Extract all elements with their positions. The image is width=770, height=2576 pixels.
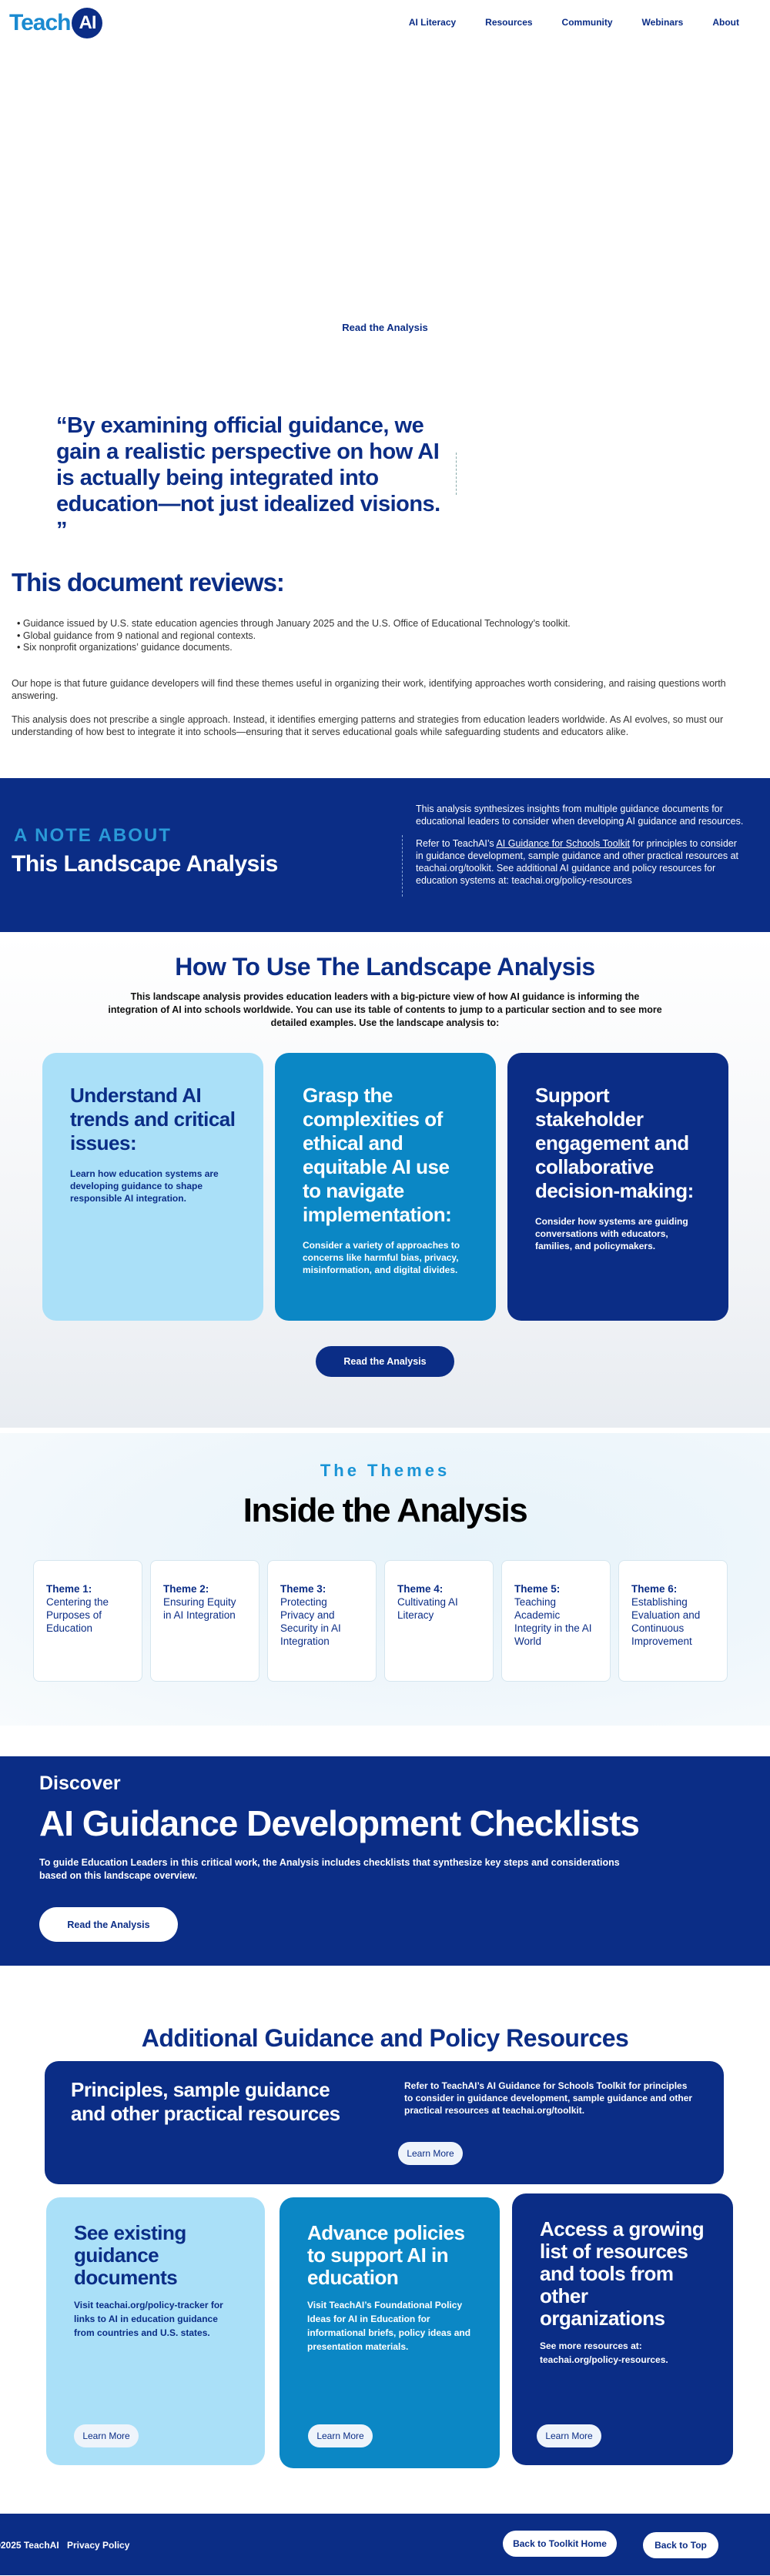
theme-label: Theme 1: bbox=[46, 1583, 92, 1595]
theme-label: Theme 4: bbox=[397, 1583, 444, 1595]
theme-label: Theme 3: bbox=[280, 1583, 326, 1595]
note-kicker: A NOTE ABOUT bbox=[14, 825, 172, 846]
theme-card[interactable]: Theme 5:Teaching Academic Integrity in t… bbox=[501, 1560, 611, 1682]
theme-title: Cultivating AI Literacy bbox=[397, 1596, 458, 1621]
additional-title: Additional Guidance and Policy Resources bbox=[141, 2024, 629, 2052]
theme-card[interactable]: Theme 3:Protecting Privacy and Security … bbox=[267, 1560, 377, 1682]
card-title: Principles, sample guidance and other pr… bbox=[71, 2078, 340, 2125]
howto-card-ethics: Grasp the complexities of ethical and eq… bbox=[275, 1053, 496, 1321]
main-nav: AI Literacy Resources Community Webinars… bbox=[409, 17, 739, 28]
note-section bbox=[0, 778, 770, 932]
quote-divider bbox=[456, 453, 457, 495]
reviews-list: Guidance issued by U.S. state education … bbox=[17, 618, 571, 654]
learn-more-button[interactable]: Learn More bbox=[308, 2424, 373, 2447]
nav-community[interactable]: Community bbox=[561, 17, 613, 28]
card-text: Consider a variety of approaches to conc… bbox=[303, 1240, 460, 1275]
pull-quote: “By examining official guidance, we gain… bbox=[56, 413, 440, 543]
resource-card-advance-policies: Advance policies to support AI in educat… bbox=[280, 2197, 500, 2468]
theme-card[interactable]: Theme 1:Centering the Purposes of Educat… bbox=[33, 1560, 142, 1682]
hero-read-analysis-link[interactable]: Read the Analysis bbox=[342, 322, 428, 333]
read-analysis-button[interactable]: Read the Analysis bbox=[316, 1346, 454, 1377]
copyright: ©2025 TeachAI bbox=[0, 2540, 59, 2551]
back-to-toolkit-home-button[interactable]: Back to Toolkit Home bbox=[503, 2531, 617, 2557]
card-title: Access a growing list of resources and t… bbox=[540, 2217, 705, 2330]
theme-title: Establishing Evaluation and Continuous I… bbox=[631, 1596, 701, 1647]
card-text: See more resources at: teachai.org/polic… bbox=[540, 2340, 668, 2365]
card-title: See existing guidance documents bbox=[74, 2221, 186, 2289]
card-text: Refer to TeachAI’s AI Guidance for Schoo… bbox=[404, 2080, 693, 2116]
note-paragraph: Refer to TeachAI’s AI Guidance for Schoo… bbox=[416, 837, 747, 887]
checklists-kicker: Discover bbox=[39, 1772, 121, 1794]
card-text: Visit TeachAI’s Foundational Policy Idea… bbox=[307, 2300, 471, 2352]
toolkit-link[interactable]: AI Guidance for Schools Toolkit bbox=[496, 838, 630, 849]
howto-title: How To Use The Landscape Analysis bbox=[175, 953, 595, 981]
card-title: Grasp the complexities of ethical and eq… bbox=[303, 1084, 452, 1226]
logo-text: Teach bbox=[9, 10, 71, 35]
toolkit-resource-card bbox=[45, 2061, 724, 2184]
theme-title: Centering the Purposes of Education bbox=[46, 1596, 109, 1634]
card-title: Understand AI trends and critical issues… bbox=[70, 1084, 236, 1154]
themes-title: Inside the Analysis bbox=[243, 1492, 528, 1529]
theme-title: Teaching Academic Integrity in the AI Wo… bbox=[514, 1596, 592, 1647]
logo-badge: AI bbox=[72, 8, 103, 38]
checklists-title: AI Guidance Development Checklists bbox=[39, 1803, 640, 1843]
learn-more-button[interactable]: Learn More bbox=[74, 2424, 139, 2447]
howto-card-trends: Understand AI trends and critical issues… bbox=[42, 1053, 263, 1321]
list-item: Six nonprofit organizations’ guidance do… bbox=[17, 642, 571, 654]
theme-card[interactable]: Theme 2:Ensuring Equity in AI Integratio… bbox=[150, 1560, 259, 1682]
nav-webinars[interactable]: Webinars bbox=[641, 17, 684, 28]
card-text: Consider how systems are guiding convers… bbox=[535, 1216, 688, 1251]
theme-title: Ensuring Equity in AI Integration bbox=[163, 1596, 236, 1621]
hope-paragraph: Our hope is that future guidance develop… bbox=[12, 678, 726, 701]
howto-intro: This landscape analysis provides educati… bbox=[108, 991, 662, 1028]
theme-card[interactable]: Theme 6:Establishing Evaluation and Cont… bbox=[618, 1560, 728, 1682]
reviews-title: This document reviews: bbox=[12, 568, 285, 596]
card-title: Support stakeholder engagement and colla… bbox=[535, 1084, 694, 1202]
footer bbox=[0, 2514, 770, 2575]
note-title: This Landscape Analysis bbox=[12, 851, 278, 877]
note-text-before: Refer to TeachAI’s bbox=[416, 838, 497, 849]
theme-card[interactable]: Theme 4:Cultivating AI Literacy bbox=[384, 1560, 494, 1682]
note-divider bbox=[402, 835, 403, 897]
theme-title: Protecting Privacy and Security in AI In… bbox=[280, 1596, 341, 1647]
back-to-top-button[interactable]: Back to Top bbox=[643, 2532, 718, 2558]
card-title: Advance policies to support AI in educat… bbox=[307, 2221, 465, 2289]
note-text-after: for principles to consider in guidance d… bbox=[416, 838, 739, 886]
resource-card-other-organizations: Access a growing list of resources and t… bbox=[512, 2193, 733, 2465]
card-text: Visit teachai.org/policy-tracker for lin… bbox=[74, 2300, 223, 2338]
note-paragraph: This analysis synthesizes insights from … bbox=[416, 804, 744, 827]
theme-label: Theme 5: bbox=[514, 1583, 561, 1595]
note-text: This analysis synthesizes insights from … bbox=[416, 803, 747, 897]
analysis-paragraph: This analysis does not prescribe a singl… bbox=[12, 714, 724, 737]
howto-card-engagement: Support stakeholder engagement and colla… bbox=[507, 1053, 728, 1321]
nav-about[interactable]: About bbox=[712, 17, 739, 28]
list-item: Guidance issued by U.S. state education … bbox=[17, 618, 571, 630]
nav-resources[interactable]: Resources bbox=[485, 17, 533, 28]
card-text: Learn how education systems are developi… bbox=[70, 1168, 219, 1204]
themes-kicker: The Themes bbox=[320, 1461, 450, 1480]
list-item: Global guidance from 9 national and regi… bbox=[17, 630, 571, 643]
learn-more-button[interactable]: Learn More bbox=[398, 2142, 463, 2165]
privacy-policy-link[interactable]: Privacy Policy bbox=[67, 2540, 130, 2551]
checklists-text: To guide Education Leaders in this criti… bbox=[39, 1857, 620, 1881]
nav-ai-literacy[interactable]: AI Literacy bbox=[408, 17, 457, 28]
checklists-read-button[interactable]: Read the Analysis bbox=[39, 1907, 178, 1942]
theme-label: Theme 2: bbox=[163, 1583, 209, 1595]
learn-more-button[interactable]: Learn More bbox=[537, 2424, 601, 2447]
theme-label: Theme 6: bbox=[631, 1583, 678, 1595]
